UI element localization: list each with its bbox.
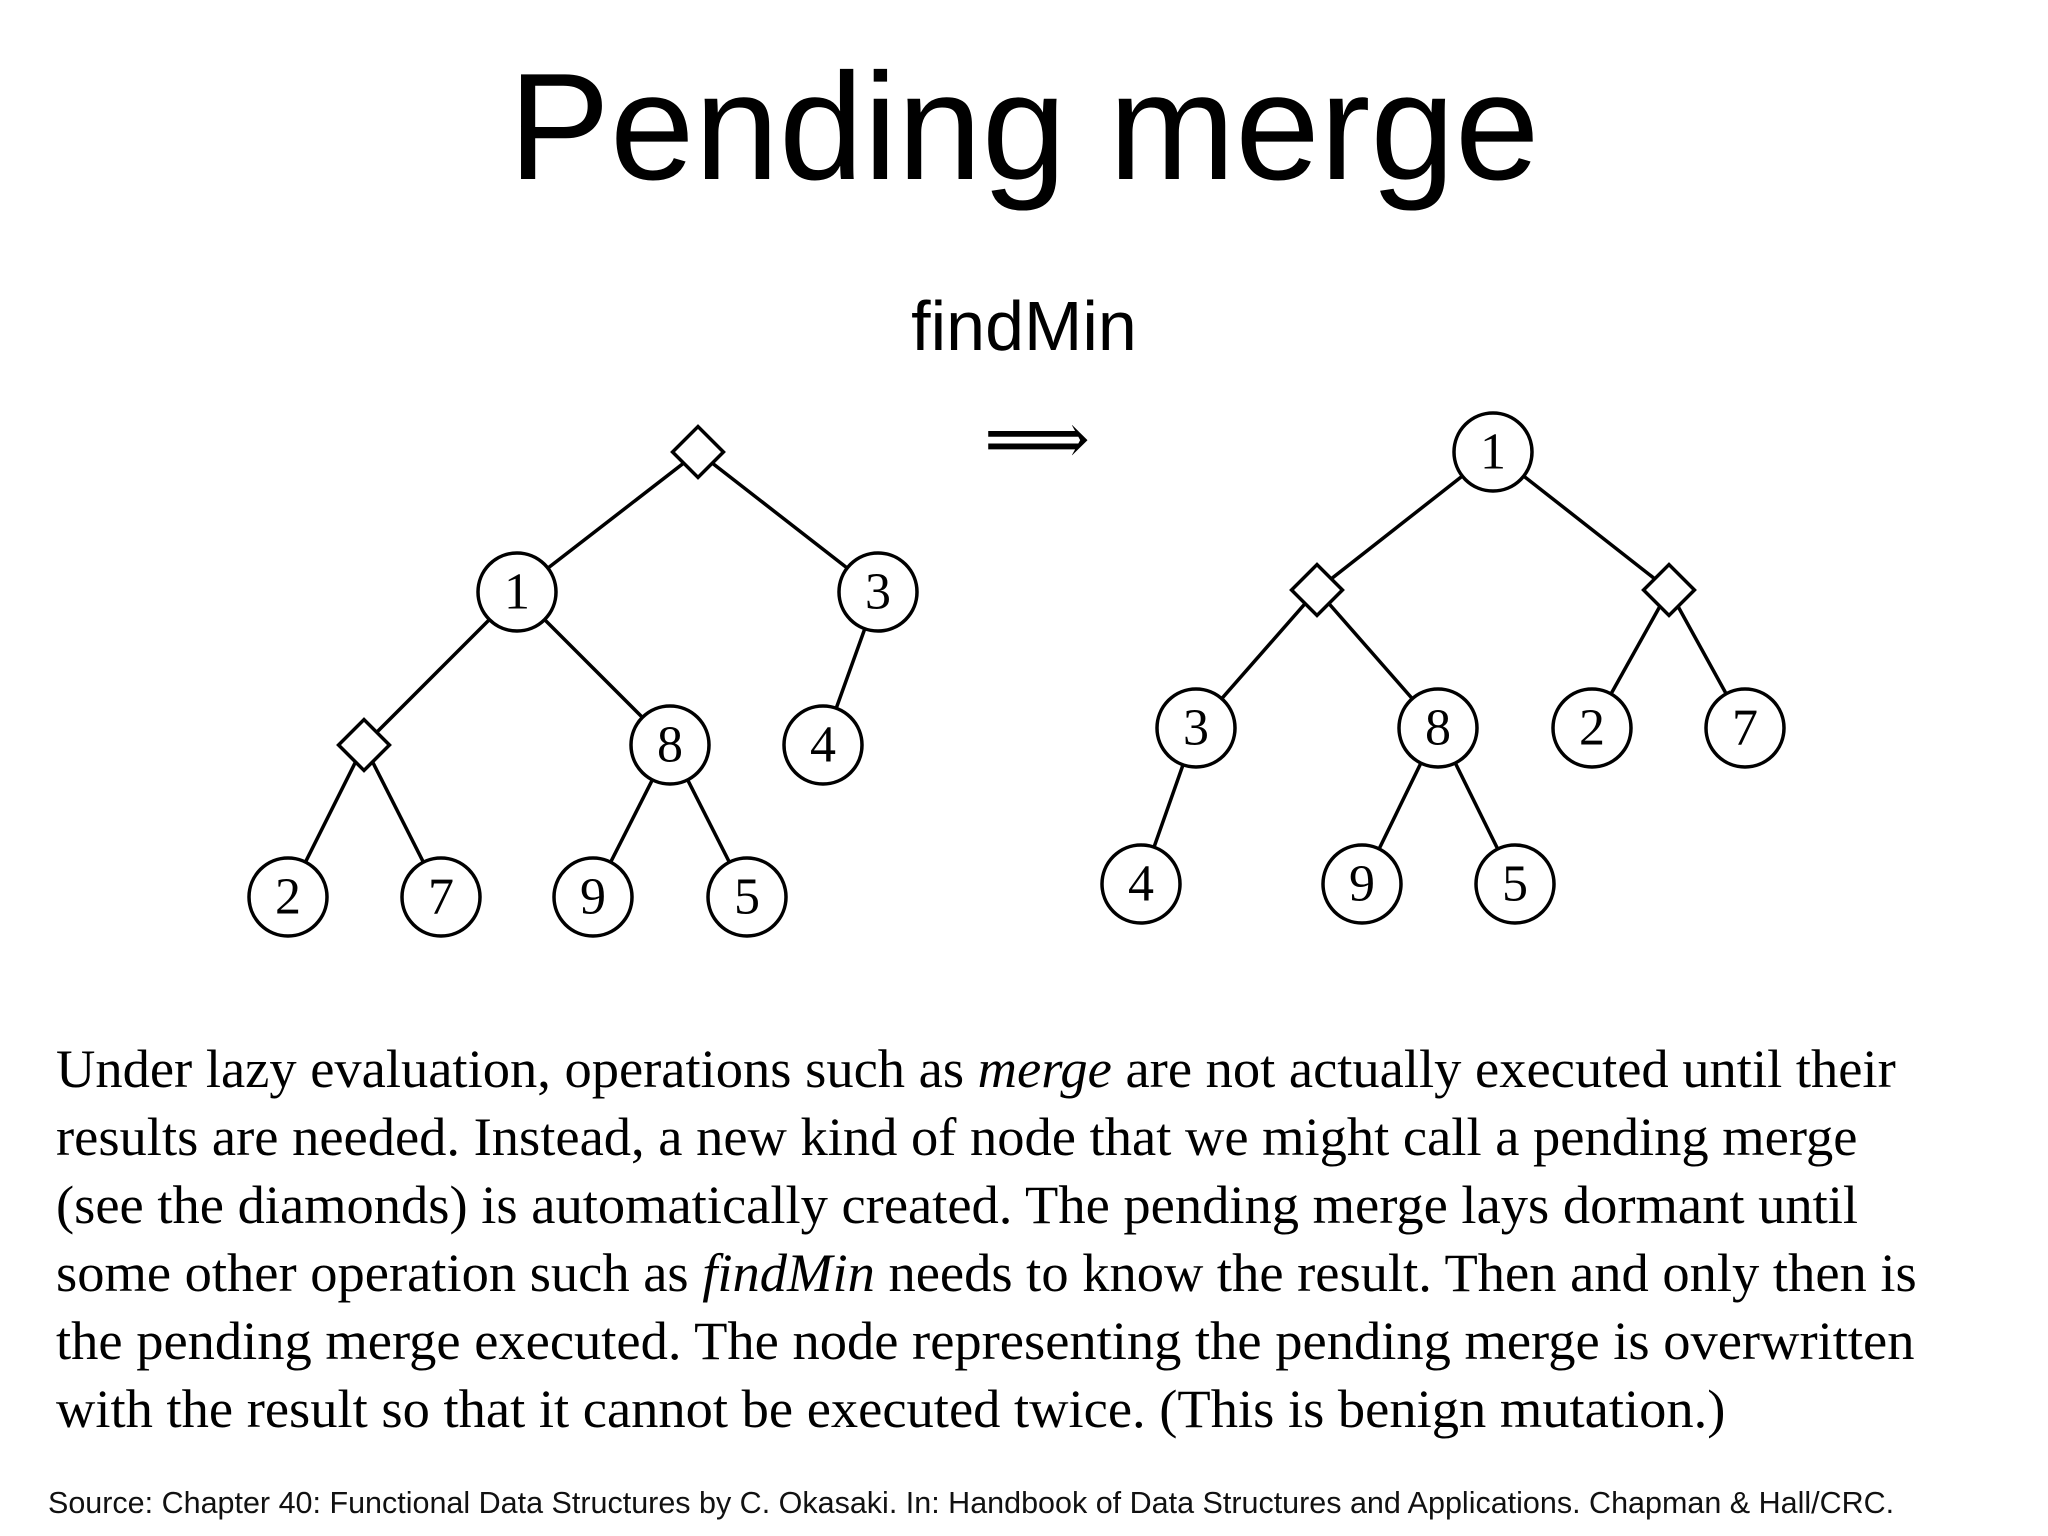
node-label: 7 — [1732, 700, 1758, 757]
operation-label: findMin — [911, 287, 1137, 365]
tree-node: 4 — [782, 704, 864, 786]
body-text-segment: (see the diamonds) is automatically crea… — [56, 1174, 1859, 1235]
pending-merge-diamond — [1641, 562, 1697, 618]
tree-node: 2 — [1551, 687, 1633, 769]
node-label: 1 — [1480, 424, 1506, 481]
node-label: 5 — [1502, 856, 1528, 913]
node-label: 8 — [657, 717, 683, 774]
body-line: the pending merge executed. The node rep… — [56, 1307, 2006, 1375]
body-paragraph: Under lazy evaluation, operations such a… — [56, 1035, 2006, 1443]
node-label: 4 — [1128, 856, 1154, 913]
tree-node: 2 — [247, 856, 329, 938]
body-line: with the result so that it cannot be exe… — [56, 1375, 2006, 1443]
slide-title: Pending merge — [508, 42, 1540, 212]
tree-node: 3 — [1155, 687, 1237, 769]
pending-merge-diamond — [670, 424, 726, 480]
node-label: 4 — [810, 717, 836, 774]
tree-node: 8 — [1397, 687, 1479, 769]
body-text-segment: the pending merge executed. The node rep… — [56, 1310, 1915, 1371]
tree-node: 5 — [1474, 843, 1556, 925]
body-text-segment: with the result so that it cannot be exe… — [56, 1378, 1726, 1439]
pending-merge-diamond — [1289, 562, 1345, 618]
after-tree: 1 3 8 2 7 4 9 5 — [1100, 411, 1786, 925]
findmin-emphasis: findMin — [702, 1242, 875, 1303]
pending-merge-diamond — [336, 717, 392, 773]
node-label: 7 — [428, 869, 454, 926]
body-text-segment: some other operation such as — [56, 1242, 703, 1303]
node-label: 8 — [1425, 700, 1451, 757]
tree-node: 4 — [1100, 843, 1182, 925]
tree-node: 9 — [552, 856, 634, 938]
source-citation: Source: Chapter 40: Functional Data Stru… — [48, 1486, 1895, 1520]
node-label: 3 — [1183, 700, 1209, 757]
body-line: results are needed. Instead, a new kind … — [56, 1103, 2006, 1171]
tree-node: 9 — [1321, 843, 1403, 925]
tree-node: 7 — [1704, 687, 1786, 769]
tree-node: 1 — [476, 551, 558, 633]
tree-node: 1 — [1452, 411, 1534, 493]
transform-arrow: ⟹ — [984, 396, 1090, 482]
merge-emphasis: merge — [977, 1038, 1112, 1099]
body-line: some other operation such as findMin nee… — [56, 1239, 2006, 1307]
before-tree: 1 3 8 4 2 7 9 5 — [247, 424, 919, 938]
node-label: 1 — [504, 564, 530, 621]
node-label: 9 — [580, 869, 606, 926]
tree-node: 3 — [837, 551, 919, 633]
node-label: 5 — [734, 869, 760, 926]
tree-node: 8 — [629, 704, 711, 786]
body-text-segment: results are needed. Instead, a new kind … — [56, 1106, 1858, 1167]
body-text-segment: are not actually executed until their — [1111, 1038, 1896, 1099]
body-text-segment: needs to know the result. Then and only … — [874, 1242, 1917, 1303]
body-line: (see the diamonds) is automatically crea… — [56, 1171, 2006, 1239]
node-label: 2 — [1579, 700, 1605, 757]
tree-node: 5 — [706, 856, 788, 938]
node-label: 9 — [1349, 856, 1375, 913]
node-label: 2 — [275, 869, 301, 926]
body-line: Under lazy evaluation, operations such a… — [56, 1035, 2006, 1103]
node-label: 3 — [865, 564, 891, 621]
tree-node: 7 — [400, 856, 482, 938]
body-text-segment: Under lazy evaluation, operations such a… — [56, 1038, 978, 1099]
